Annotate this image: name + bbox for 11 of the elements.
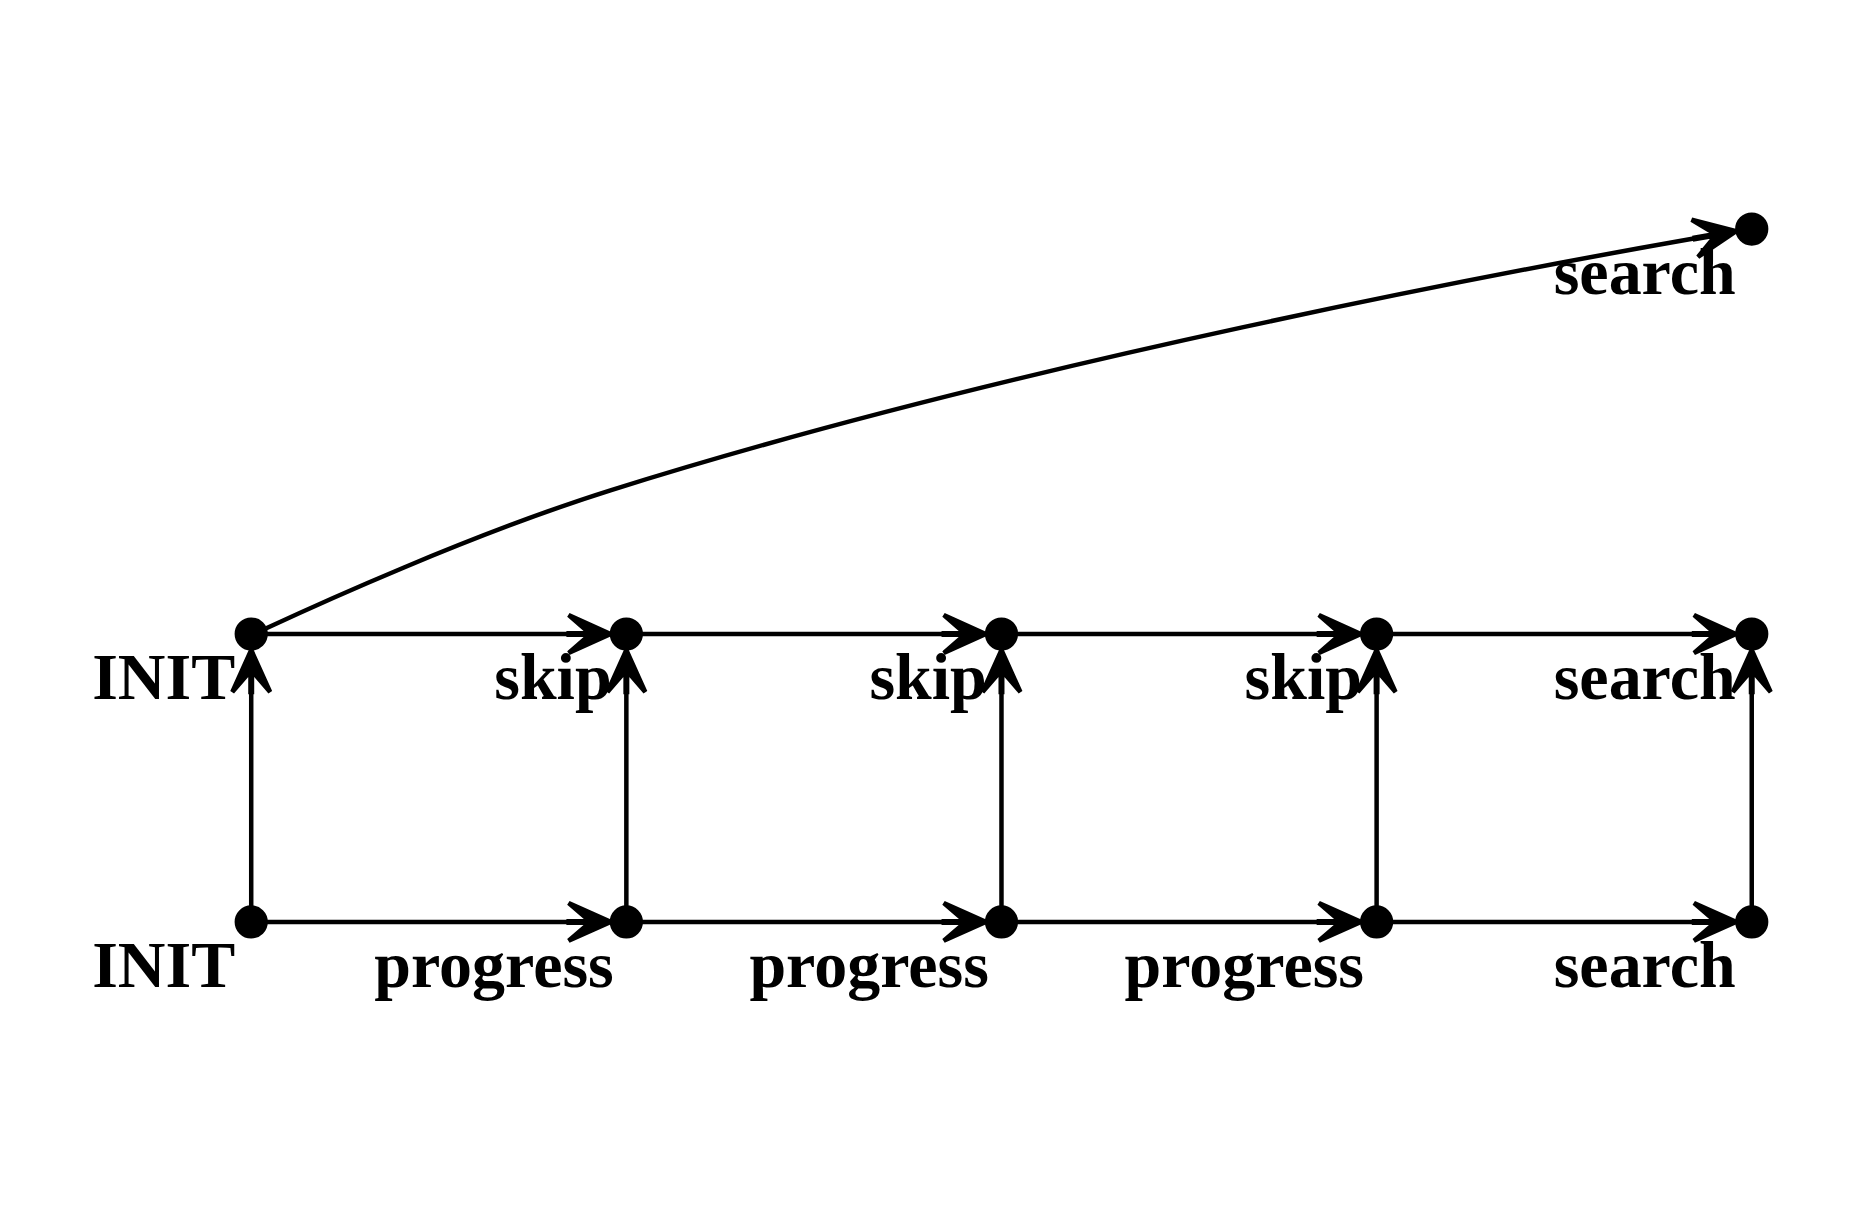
node-label: progress xyxy=(748,927,989,1001)
node-label: search xyxy=(1553,639,1736,713)
node-label: search xyxy=(1553,927,1736,1001)
node-label: INIT xyxy=(91,639,235,713)
node-label: progress xyxy=(373,927,614,1001)
node-label: skip xyxy=(868,639,987,713)
node-label: INIT xyxy=(91,927,235,1001)
node-label: progress xyxy=(1124,927,1364,1001)
node-label: skip xyxy=(1244,639,1362,713)
node-label: skip xyxy=(493,639,612,713)
node-label: search xyxy=(1553,234,1736,308)
